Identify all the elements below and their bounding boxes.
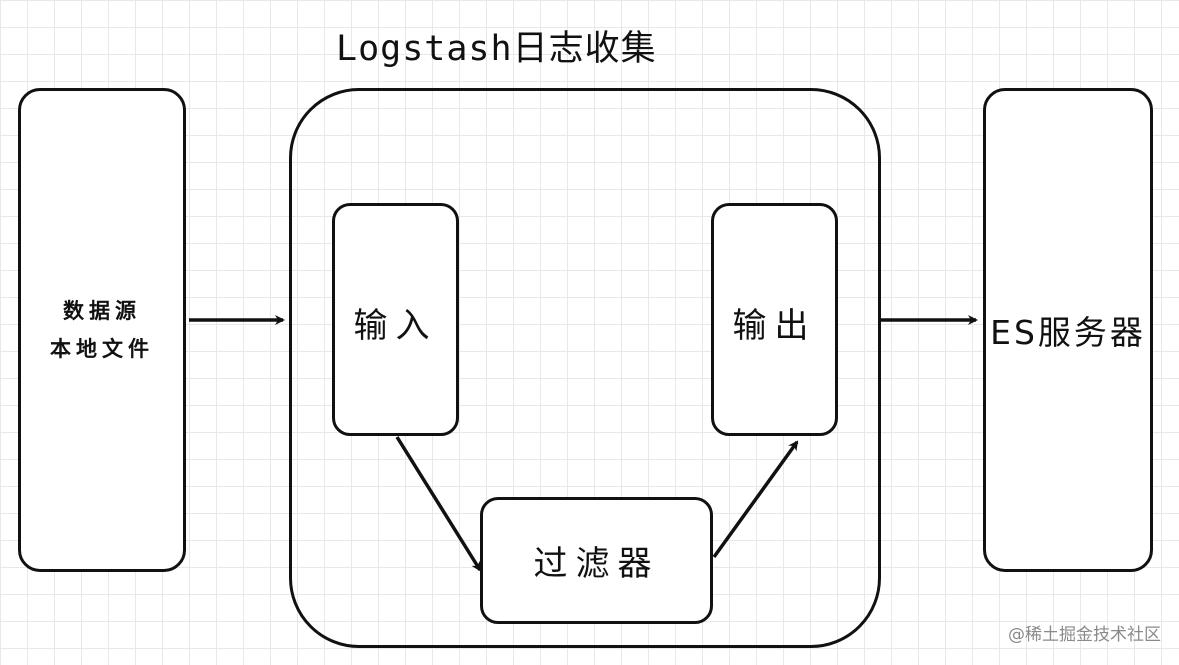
es-server-label: ES服务器 — [990, 313, 1146, 352]
data-source-box: 数据源 本地文件 — [18, 88, 186, 572]
source-label-line2: 本地文件 — [50, 336, 154, 361]
output-box: 输出 — [711, 203, 838, 436]
output-label: 输出 — [732, 306, 817, 346]
input-label: 输入 — [353, 306, 438, 346]
arrow-filter-to-output — [712, 440, 799, 559]
input-box: 输入 — [332, 203, 459, 436]
diagram-title: Logstash日志收集 — [336, 29, 657, 69]
filter-label: 过滤器 — [533, 544, 660, 584]
watermark-text: @稀土掘金技术社区 — [1008, 625, 1161, 645]
filter-box: 过滤器 — [480, 497, 713, 624]
source-label-line1: 数据源 — [63, 298, 141, 323]
arrow-input-to-filter — [395, 436, 482, 572]
es-server-box: ES服务器 — [983, 88, 1153, 572]
logstash-container-box — [289, 88, 881, 648]
